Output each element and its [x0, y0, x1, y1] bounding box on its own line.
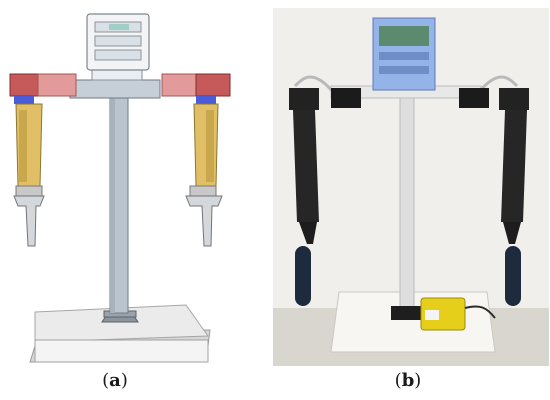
cad-column-shade	[110, 97, 115, 313]
caption-b-open: (	[394, 370, 402, 391]
photo-left-inner-motor	[331, 88, 361, 108]
photo-pcb	[420, 297, 466, 331]
photo-controller-slot-2	[379, 66, 429, 74]
cad-base-front	[34, 339, 209, 363]
cad-left-handle	[13, 195, 45, 247]
cad-right-link-shade	[206, 110, 214, 182]
cad-controller-display	[109, 24, 129, 30]
photo-cable	[464, 305, 496, 319]
photo-pcb-connector	[425, 310, 439, 320]
caption-b: (b)	[378, 370, 438, 391]
photo-column-foot	[391, 306, 421, 320]
cad-rendering-image	[9, 13, 231, 363]
cad-right-motor-dark	[195, 73, 231, 97]
cad-right-motor-light	[161, 73, 201, 97]
photo-controller-slot	[379, 52, 429, 60]
prototype-photo-image	[273, 8, 549, 366]
photo-right-link	[501, 110, 527, 222]
cad-rendering-panel	[0, 0, 262, 372]
cad-left-motor-light	[37, 73, 77, 97]
caption-a-open: (	[102, 370, 110, 391]
photo-left-motor	[289, 88, 319, 110]
caption-a-label: a	[109, 370, 121, 391]
caption-b-label: b	[401, 370, 415, 391]
cad-left-link-shade	[19, 110, 27, 182]
photo-column	[399, 93, 415, 309]
cad-right-joint	[196, 96, 216, 104]
photo-left-wrist	[299, 222, 317, 244]
cad-controller-slot-3	[94, 49, 142, 61]
photo-right-wrist	[503, 222, 521, 244]
cad-crossbar	[69, 79, 161, 99]
cad-controller-slot-2	[94, 35, 142, 47]
cad-base-surface	[34, 304, 209, 343]
caption-b-close: )	[414, 370, 422, 391]
cad-left-joint	[14, 96, 34, 104]
photo-right-inner-motor	[459, 88, 489, 108]
caption-a: (a)	[85, 370, 145, 391]
prototype-photo-panel	[273, 8, 549, 366]
photo-right-handle	[505, 246, 521, 306]
cad-left-wrist	[15, 185, 43, 197]
cad-right-wrist	[189, 185, 217, 197]
photo-right-motor	[499, 88, 529, 110]
photo-left-link	[293, 110, 319, 222]
photo-left-handle	[295, 246, 311, 306]
photo-ribbon-right	[477, 75, 519, 93]
photo-ribbon-left	[293, 75, 335, 93]
cad-right-handle	[185, 195, 223, 247]
photo-controller-board	[379, 26, 429, 46]
caption-a-close: )	[120, 370, 128, 391]
